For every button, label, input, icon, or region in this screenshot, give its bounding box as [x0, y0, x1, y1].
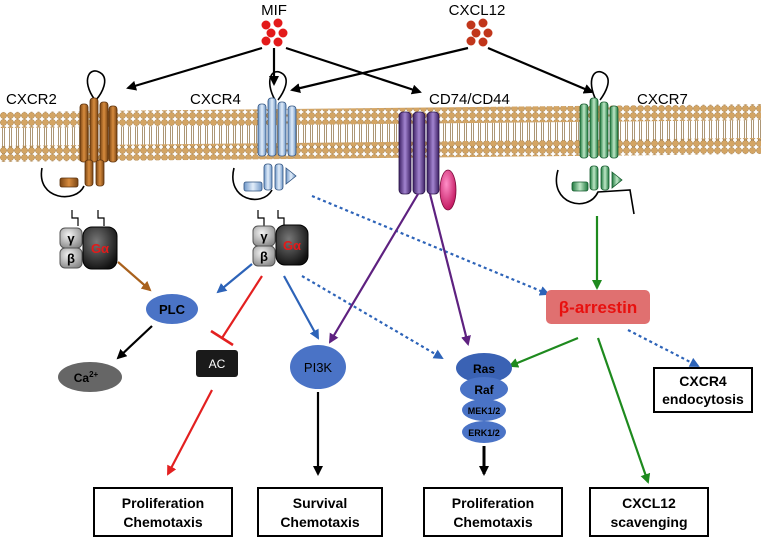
barrestin-to-scavenging-arrow [596, 337, 651, 484]
cxcr4-to-barrestin-dotted-arrow [311, 194, 550, 296]
beta-arrestin-node [546, 290, 650, 324]
outcome-box-3: Proliferation Chemotaxis [423, 487, 563, 537]
pi3k-label: PI3K [304, 360, 333, 375]
cxcr2-label: CXCR2 [6, 91, 57, 108]
svg-text:CXCR4: CXCR4 [679, 373, 727, 389]
outcome-box-2: Survival Chemotaxis [257, 487, 383, 537]
erk-label: ERK1/2 [468, 428, 500, 438]
cd74-cd44-label: CD74/CD44 [429, 91, 510, 108]
cxcr4-label: CXCR4 [190, 91, 241, 108]
cxcr2-to-plc-arrow [117, 261, 152, 292]
cd74-to-pi3k-arrow [328, 193, 419, 344]
outcome-box-4: CXCL12 scavenging [589, 487, 709, 537]
calcium-node [58, 362, 122, 392]
mif-ligand [261, 18, 288, 47]
ac-label: AC [209, 357, 226, 371]
svg-text:scavenging: scavenging [610, 514, 687, 530]
svg-text:endocytosis: endocytosis [662, 391, 744, 407]
barrestin-to-ras-arrow [508, 336, 579, 368]
cxcr4-to-pi3k-arrow [283, 275, 319, 340]
mek-label: MEK1/2 [468, 406, 501, 416]
cxcr4-galpha-label: Gα [283, 238, 301, 253]
svg-text:Survival: Survival [293, 495, 347, 511]
svg-text:Chemotaxis: Chemotaxis [280, 514, 360, 530]
ac-to-outcome-arrow [167, 389, 213, 476]
cxcr4-beta-label: β [260, 249, 268, 264]
cxcr4-receptor [232, 71, 297, 201]
plc-label: PLC [159, 302, 186, 317]
raf-label: Raf [474, 383, 494, 397]
ligand-binding-arrows [126, 46, 594, 95]
svg-text:CXCL12: CXCL12 [622, 495, 676, 511]
plc-node [146, 294, 198, 324]
inhibition-bar [210, 329, 234, 347]
cxcr7-label: CXCR7 [637, 91, 688, 108]
outcome-box-5: CXCR4 endocytosis [653, 367, 753, 413]
mapk-cascade: Ras Raf MEK1/2 ERK1/2 [456, 353, 512, 443]
svg-text:Chemotaxis: Chemotaxis [453, 514, 533, 530]
cxcr2-receptor [40, 70, 118, 198]
svg-text:Proliferation: Proliferation [452, 495, 534, 511]
plc-to-calcium-arrow [116, 325, 153, 360]
outcome-box-1: Proliferation Chemotaxis [93, 487, 233, 537]
cxcr4-inhibits-ac-line [221, 275, 263, 339]
beta-arrestin-label: β-arrestin [559, 298, 637, 317]
cell-membrane [0, 104, 761, 162]
cxcr2-gamma-label: γ [67, 231, 75, 246]
cd74-to-ras-arrow [428, 193, 471, 346]
barrestin-to-endocytosis-arrow [627, 329, 700, 367]
ac-node [196, 350, 238, 377]
cxcr2-galpha-label: Gα [91, 241, 109, 256]
cxcr7-receptor [555, 71, 635, 215]
pi3k-node [290, 345, 346, 389]
cxcr4-to-plc-arrow [216, 263, 253, 294]
mif-label: MIF [261, 2, 287, 19]
cxcl12-ligand [466, 18, 493, 47]
cd74-cd44-receptor [398, 111, 457, 211]
calcium-label: Ca2+ [74, 370, 99, 385]
svg-text:Proliferation: Proliferation [122, 495, 204, 511]
svg-text:Chemotaxis: Chemotaxis [123, 514, 203, 530]
cxcr4-gamma-label: γ [260, 229, 268, 244]
cxcr2-beta-label: β [67, 251, 75, 266]
cxcl12-label: CXCL12 [449, 2, 506, 19]
cxcr2-gprotein: γ β Gα [59, 210, 118, 270]
ras-label: Ras [473, 362, 495, 376]
cxcr4-gprotein: γ β Gα [252, 210, 309, 267]
